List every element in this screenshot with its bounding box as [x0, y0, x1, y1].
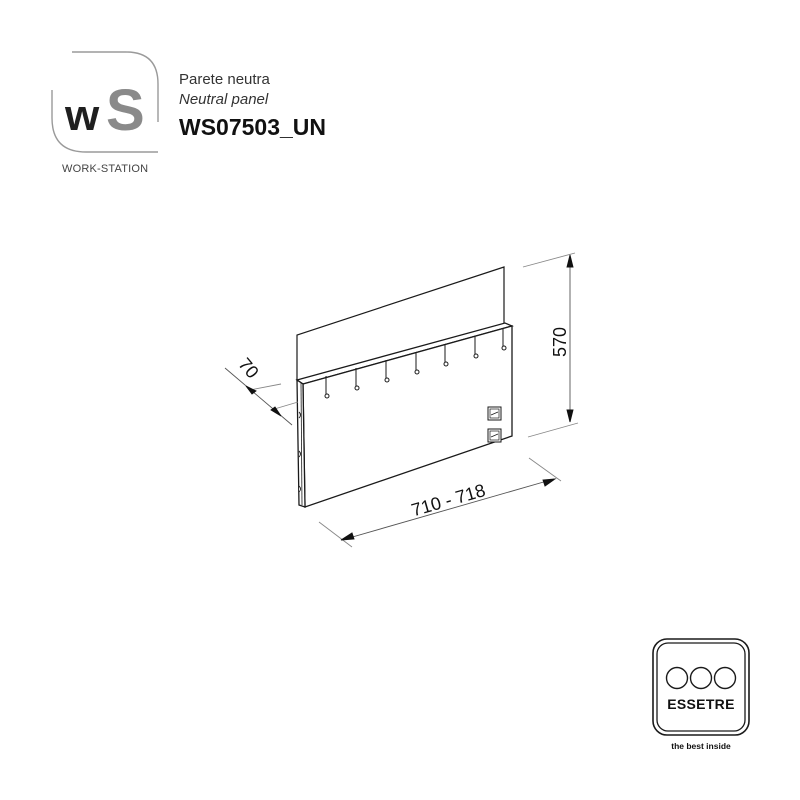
socket-icon	[487, 428, 502, 443]
circle-icon	[665, 666, 689, 690]
logo-caption: WORK-STATION	[62, 163, 149, 175]
logo-letter-s: S	[106, 78, 145, 143]
width-dimension	[318, 457, 562, 548]
socket-icon	[487, 406, 502, 421]
front-panel	[295, 322, 514, 508]
product-code: WS07503_UN	[179, 114, 327, 140]
essetre-logo	[652, 638, 750, 736]
height-dimension-label: 570	[550, 327, 570, 357]
back-panel	[296, 266, 505, 380]
depth-dimension-label: 70	[234, 354, 262, 382]
title-block: Parete neutra Neutral panel WS07503_UN	[179, 70, 326, 142]
title-english: Neutral panel	[179, 91, 269, 108]
circle-icon	[713, 666, 737, 690]
sockets	[487, 406, 502, 443]
circle-icon	[689, 666, 713, 690]
height-dimension	[522, 252, 579, 438]
hooks	[324, 328, 507, 399]
logo-letter-w: w	[64, 91, 100, 140]
depth-dimension	[224, 367, 299, 426]
brand-tagline: the best inside	[671, 741, 731, 751]
title-italian: Parete neutra	[179, 71, 270, 88]
width-dimension-label: 710 - 718	[409, 480, 488, 520]
brand-name: ESSETRE	[667, 696, 735, 712]
workstation-logo: w S	[51, 51, 159, 153]
